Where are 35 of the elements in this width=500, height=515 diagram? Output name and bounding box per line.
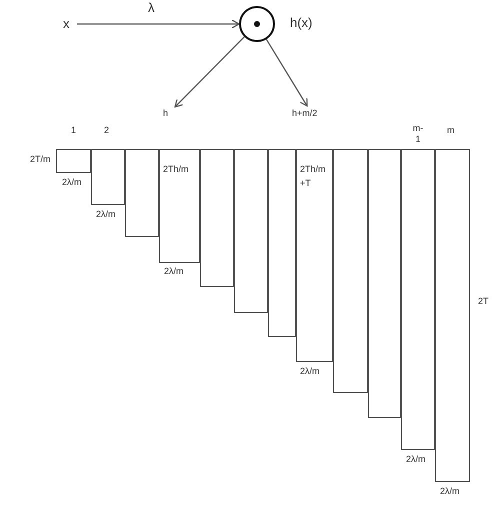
column-number: 1	[71, 125, 76, 136]
staircase-bar	[125, 149, 159, 237]
output-label: h+m/2	[292, 108, 318, 119]
staircase-bar	[368, 149, 401, 418]
staircase-bar	[91, 149, 125, 205]
bar-label: 2Th/m	[163, 163, 190, 176]
annotation: 2λ/m	[440, 486, 460, 497]
staircase-bar	[56, 149, 91, 173]
output-label: h	[163, 108, 170, 119]
staircase-bar	[401, 149, 435, 450]
annotation: 2λ/m	[300, 366, 320, 377]
arrow	[266, 39, 308, 107]
output-label: h(x)	[290, 15, 312, 30]
neuron-circle	[239, 6, 275, 42]
edge-label: λ	[148, 0, 154, 15]
staircase-bar	[268, 149, 296, 337]
staircase-bar	[435, 149, 470, 482]
annotation: 2λ/m	[96, 209, 116, 220]
arrow	[77, 19, 240, 29]
staircase-bar	[234, 149, 268, 313]
annotation: 2T	[478, 296, 489, 307]
bar-label: 2Th/m +T	[300, 163, 327, 190]
staircase-bar	[296, 149, 333, 362]
annotation: 2λ/m	[164, 266, 184, 277]
column-number: m- 1	[412, 123, 424, 145]
staircase-bar	[200, 149, 234, 287]
staircase-bar	[159, 149, 200, 263]
input-label: x	[63, 16, 70, 31]
staircase-bar	[333, 149, 368, 393]
arrow	[174, 36, 245, 108]
annotation: 2λ/m	[406, 454, 426, 465]
annotation: 2λ/m	[62, 177, 82, 188]
column-number: m	[447, 125, 454, 136]
column-number: 2	[104, 125, 110, 136]
annotation: 2T/m	[30, 154, 51, 165]
